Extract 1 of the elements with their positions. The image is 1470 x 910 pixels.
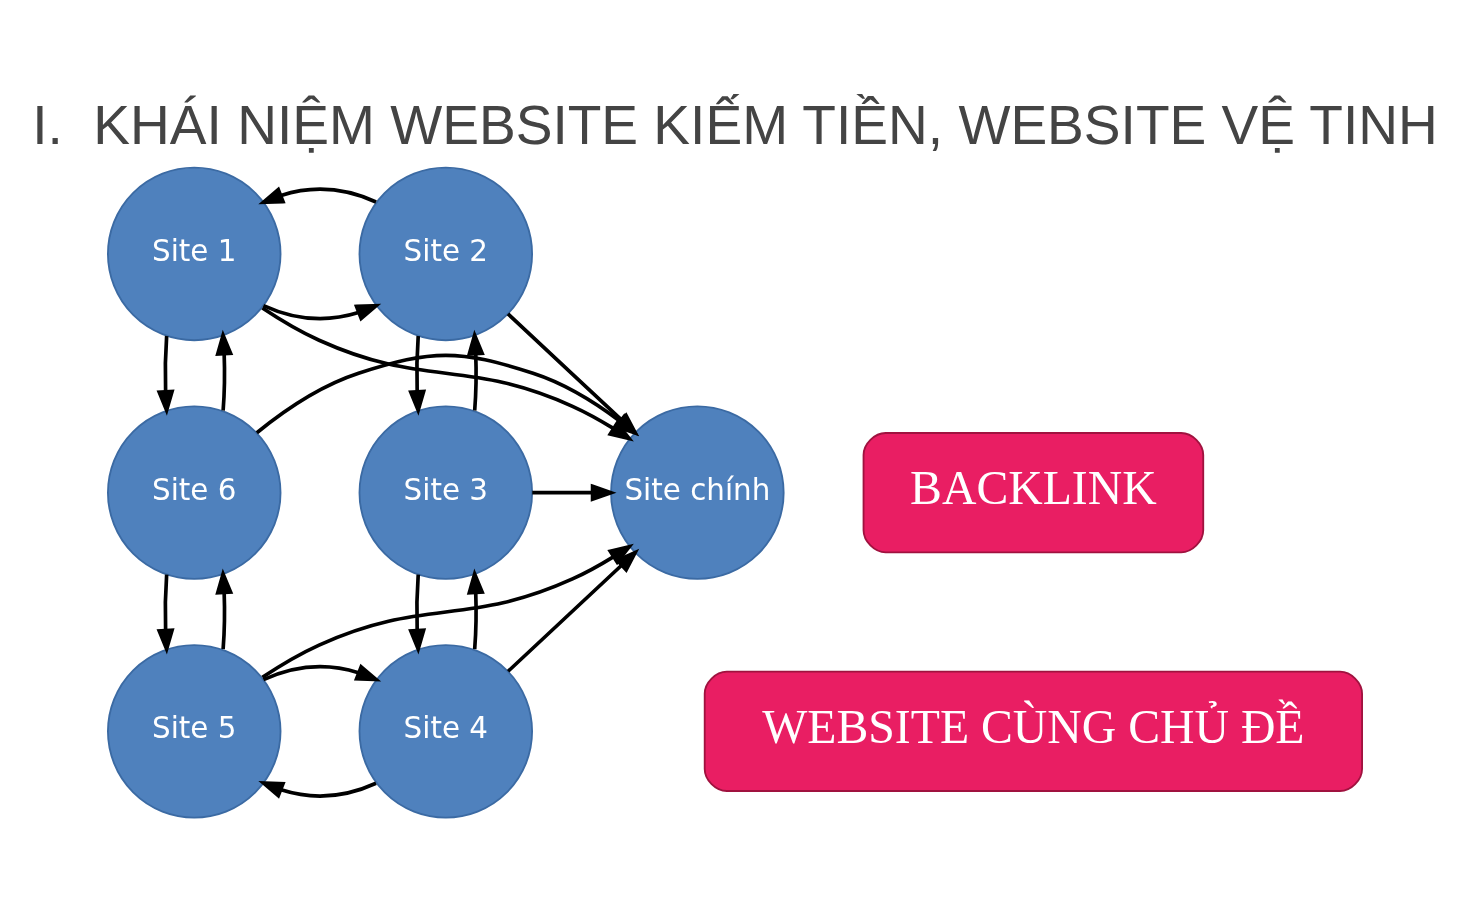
diagram-title: I. KHÁI NIỆM WEBSITE KIẾM TIỀN, WEBSITE VỆ TINH xyxy=(32,93,1438,156)
